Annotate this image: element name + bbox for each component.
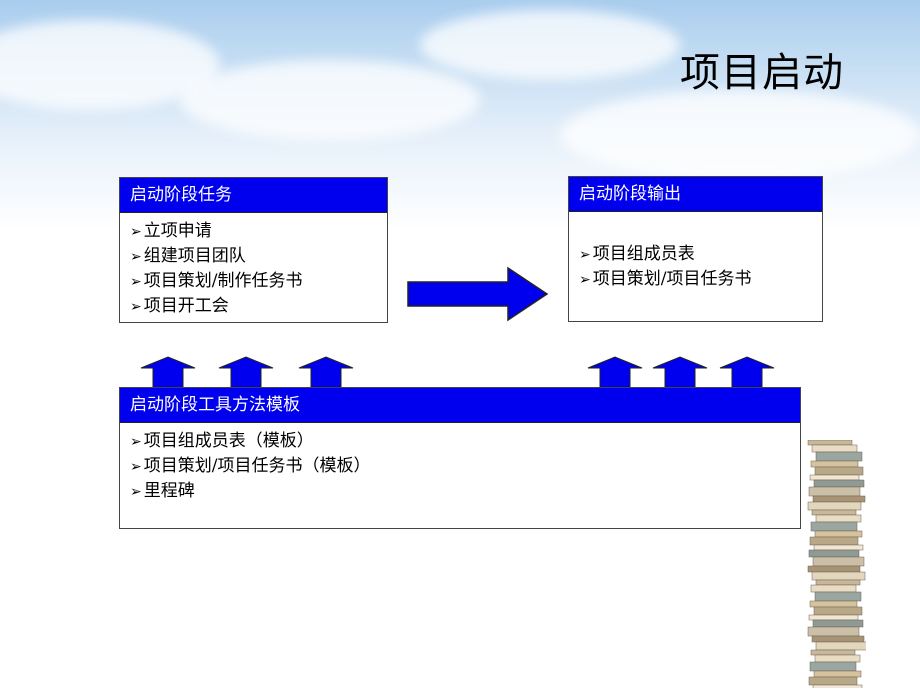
book [809,661,857,672]
book [812,556,865,567]
book [809,600,858,608]
book [810,521,858,532]
book [813,606,863,616]
book [807,501,862,511]
book [810,649,856,656]
book [809,536,859,546]
output-box: 启动阶段输出 项目组成员表 项目策划/项目任务书 [568,176,823,322]
book [813,479,865,488]
list-item: 项目开工会 [130,294,377,319]
book [807,565,861,573]
tools-box-header: 启动阶段工具方法模板 [120,388,800,423]
book [815,641,866,651]
book [808,486,861,497]
book [808,614,859,621]
book [812,495,866,503]
list-item: 项目策划/项目任务书 [579,267,812,292]
up-arrow-icon [719,356,775,388]
list-item: 项目组成员表 [579,242,812,267]
book [812,684,863,688]
book [807,626,860,637]
book [808,676,858,686]
book [814,530,863,538]
book [811,444,858,453]
book [811,635,865,643]
tools-box: 启动阶段工具方法模板 项目组成员表（模板） 项目策划/项目任务书（模板） 里程碑 [119,387,801,529]
slide-title: 项目启动 [680,50,844,96]
up-arrow-icon [218,356,274,388]
list-item: 项目策划/项目任务书（模板） [130,454,790,479]
book [815,579,861,586]
book-stack-icon [807,440,866,688]
cloud [560,90,920,180]
cloud [420,10,680,80]
output-box-body: 项目组成员表 项目策划/项目任务书 [569,212,822,298]
output-box-header: 启动阶段输出 [569,177,822,212]
cloud [180,60,480,140]
list-item: 里程碑 [130,479,790,504]
book [815,514,862,523]
list-item: 项目策划/制作任务书 [130,269,377,294]
list-item: 项目组成员表（模板） [130,429,790,454]
tasks-box: 启动阶段任务 立项申请 组建项目团队 项目策划/制作任务书 项目开工会 [119,177,388,323]
book [809,474,860,481]
book [815,451,863,462]
book [810,460,859,468]
list-item: 组建项目团队 [130,244,377,269]
book [814,591,862,602]
right-arrow-icon [407,266,549,322]
up-arrow-icon [652,356,708,388]
book [813,544,864,551]
book [813,670,862,678]
tasks-box-header: 启动阶段任务 [120,178,387,213]
up-arrow-icon [587,356,643,388]
book [814,654,861,663]
book [811,571,866,581]
list-item: 立项申请 [130,219,377,244]
book [807,440,853,446]
tasks-box-body: 立项申请 组建项目团队 项目策划/制作任务书 项目开工会 [120,213,387,325]
book [808,549,860,558]
tools-box-body: 项目组成员表（模板） 项目策划/项目任务书（模板） 里程碑 [120,423,800,510]
book [812,619,864,628]
book [814,466,864,476]
up-arrow-icon [140,356,196,388]
book [810,584,857,593]
book [811,509,857,516]
up-arrow-icon [298,356,354,388]
